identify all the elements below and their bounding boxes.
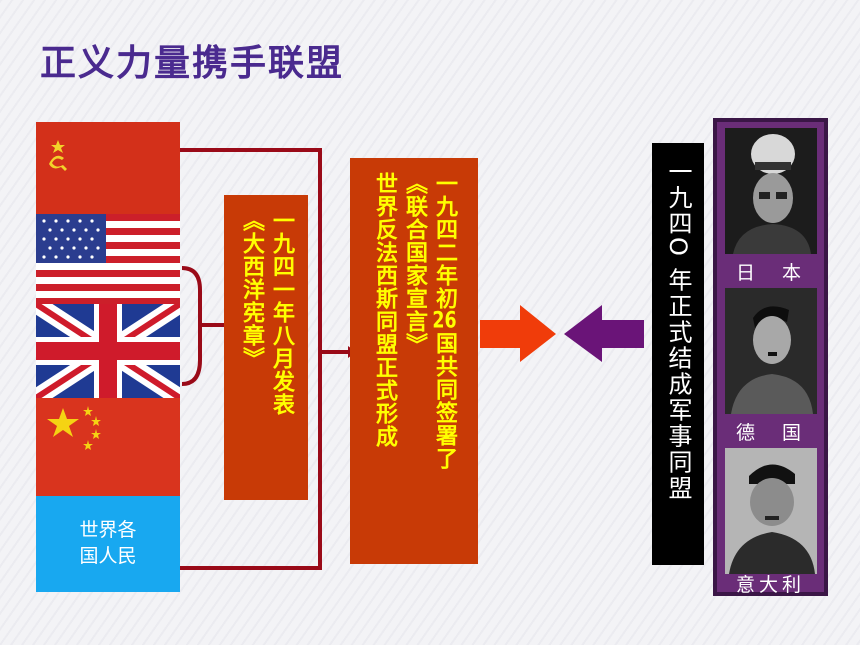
leader-portrait-japan xyxy=(725,128,817,254)
usa-flag xyxy=(36,214,180,304)
atlantic-col1: 一九四一年八月发表 xyxy=(269,209,294,416)
un-col1-number: 26 xyxy=(432,310,457,332)
un-col1: 一九四二年初26国共同签署了 xyxy=(432,172,457,470)
axis-leaders-panel: 日 本 德 国 意大利 xyxy=(713,118,828,596)
axis-alliance-box: 一九四O 年正式结成军事同盟 xyxy=(652,143,704,565)
leader-portrait-germany xyxy=(725,288,817,414)
soviet-union-flag xyxy=(36,122,180,214)
axis-col1: 一九四O 年正式结成军事同盟 xyxy=(664,159,692,502)
leader-label-italy: 意大利 xyxy=(735,574,805,596)
atlantic-charter-box: 一九四一年八月发表 《大西洋宪章》 xyxy=(224,195,308,500)
un-col2: 《联合国家宣言》 xyxy=(402,172,427,356)
allies-arrow xyxy=(480,305,556,362)
un-col3: 世界反法西斯同盟正式形成 xyxy=(372,172,397,448)
connector-top xyxy=(180,148,322,570)
leader-label-germany: 德 国 xyxy=(735,422,805,444)
people-label-line2: 国人民 xyxy=(79,545,137,567)
page-title: 正义力量携手联盟 xyxy=(40,43,345,84)
axis-arrow xyxy=(564,305,644,362)
connector-brace xyxy=(181,266,224,386)
leader-portrait-italy xyxy=(725,448,817,574)
leader-label-japan: 日 本 xyxy=(735,262,805,284)
un-declaration-box: 一九四二年初26国共同签署了 《联合国家宣言》 世界反法西斯同盟正式形成 xyxy=(350,158,478,564)
world-people-box: 世界各 国人民 xyxy=(36,496,180,592)
people-label-line1: 世界各 xyxy=(79,519,137,542)
uk-flag xyxy=(36,304,180,398)
china-flag xyxy=(36,398,180,496)
atlantic-col2: 《大西洋宪章》 xyxy=(239,209,264,370)
